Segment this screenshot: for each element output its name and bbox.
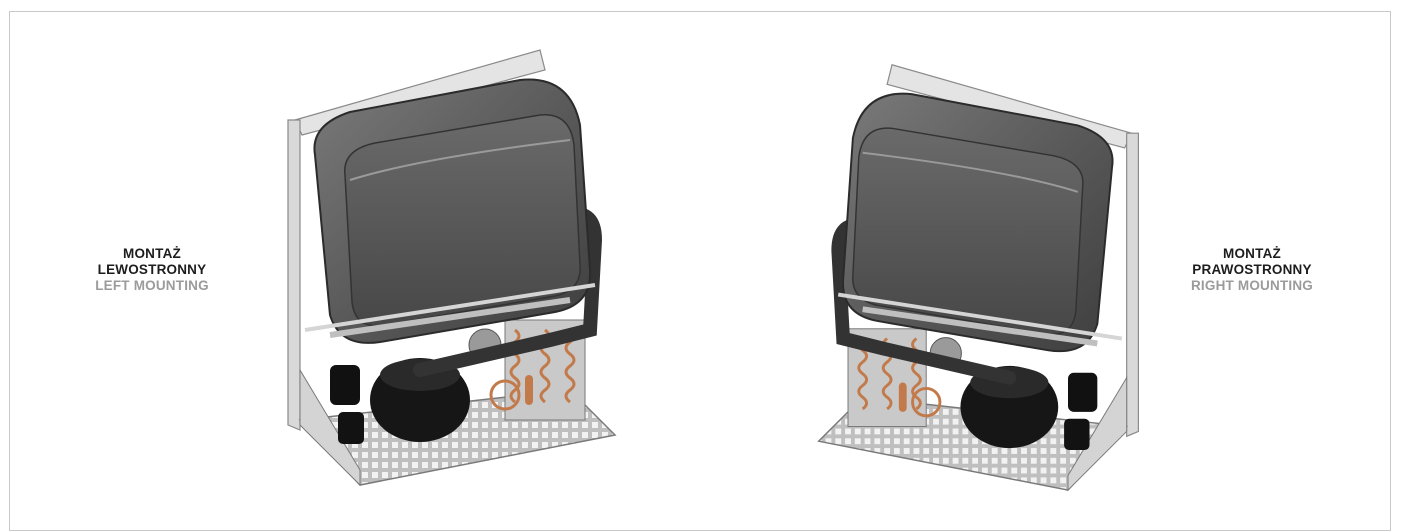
right-caption-line2: PRAWOSTRONNY [1192,262,1312,277]
right-caption-line3: RIGHT MOUNTING [1190,278,1314,293]
left-mounting-caption: MONTAŻ LEWOSTRONNY LEFT MOUNTING [62,246,242,294]
left-mounting-unit-illustration [287,49,617,487]
left-caption-line1: MONTAŻ [123,246,181,261]
right-mounting-unit-illustration [817,64,1139,492]
left-caption-line2: LEWOSTRONNY [97,262,207,277]
right-caption-line1: MONTAŻ [1223,246,1281,261]
left-caption-line3: LEFT MOUNTING [95,278,209,293]
right-mounting-caption: MONTAŻ PRAWOSTRONNY RIGHT MOUNTING [1162,246,1342,294]
